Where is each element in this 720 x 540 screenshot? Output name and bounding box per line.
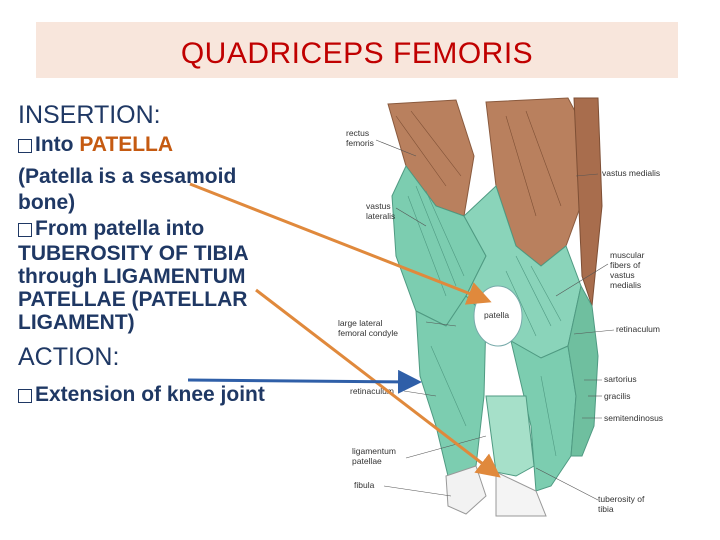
- ligamentum-patellae-shape: [486, 396, 534, 476]
- label-vastus-lateralis-1: vastus: [366, 201, 391, 211]
- label-large-lateral-1: large lateral: [338, 318, 383, 328]
- checkbox-bullet-icon: [18, 139, 32, 153]
- insertion-bullet-2-line-1: From patella into: [35, 216, 204, 242]
- label-muscular-fibers-1: muscular: [610, 250, 645, 260]
- label-vastus-lateralis-2: lateralis: [366, 211, 395, 221]
- label-tuberosity-1: tuberosity of: [598, 494, 645, 504]
- checkbox-bullet-icon: [18, 223, 32, 237]
- insertion-bullet-2: From patella into: [18, 216, 338, 242]
- sesamoid-note-line-1: (Patella is a sesamoid: [18, 164, 338, 190]
- label-muscular-fibers-3: vastus: [610, 270, 635, 280]
- slide-title: QUADRICEPS FEMORIS: [181, 37, 533, 71]
- label-patella: patella: [484, 310, 509, 320]
- insertion-heading: INSERTION:: [18, 98, 338, 132]
- label-sartorius: sartorius: [604, 374, 637, 384]
- label-vastus-medialis: vastus medialis: [602, 168, 660, 178]
- insertion-bullet-2-line-4: PATELLAE (PATELLAR: [18, 288, 338, 311]
- text-content: INSERTION: Into PATELLA (Patella is a se…: [18, 98, 338, 408]
- knee-anatomy-illustration: rectus femoris vastus lateralis large la…: [336, 96, 676, 520]
- label-ligamentum-2: patellae: [352, 456, 382, 466]
- label-retinaculum-left: retinaculum: [350, 386, 394, 396]
- label-muscular-fibers-4: medialis: [610, 280, 641, 290]
- label-rectus-femoris-1: rectus: [346, 128, 369, 138]
- insertion-bullet-2-line-2: TUBEROSITY OF TIBIA: [18, 242, 338, 265]
- action-bullet-1-text: Extension of knee joint: [35, 382, 265, 408]
- sesamoid-note-line-2: bone): [18, 190, 338, 216]
- label-semitendinosus: semitendinosus: [604, 413, 663, 423]
- label-tuberosity-2: tibia: [598, 504, 614, 514]
- insertion-bullet-1-prefix: Into: [35, 133, 79, 156]
- insertion-bullet-2-line-3: through LIGAMENTUM: [18, 265, 338, 288]
- label-rectus-femoris-2: femoris: [346, 138, 374, 148]
- sartorius-muscle-upper: [574, 98, 602, 306]
- label-ligamentum-1: ligamentum: [352, 446, 396, 456]
- label-retinaculum-right: retinaculum: [616, 324, 660, 334]
- patella-highlight: PATELLA: [79, 133, 173, 156]
- title-bar: QUADRICEPS FEMORIS: [36, 22, 678, 78]
- insertion-bullet-1: Into PATELLA: [18, 132, 338, 158]
- insertion-bullet-2-line-5: LIGAMENT): [18, 311, 338, 334]
- label-large-lateral-2: femoral condyle: [338, 328, 398, 338]
- label-gracilis: gracilis: [604, 391, 630, 401]
- action-heading: ACTION:: [18, 340, 338, 374]
- action-bullet-1: Extension of knee joint: [18, 382, 338, 408]
- label-muscular-fibers-2: fibers of: [610, 260, 641, 270]
- checkbox-bullet-icon: [18, 389, 32, 403]
- insertion-bullet-1-text: Into PATELLA: [35, 132, 173, 158]
- knee-anatomy-svg: rectus femoris vastus lateralis large la…: [336, 96, 676, 520]
- label-fibula: fibula: [354, 480, 375, 490]
